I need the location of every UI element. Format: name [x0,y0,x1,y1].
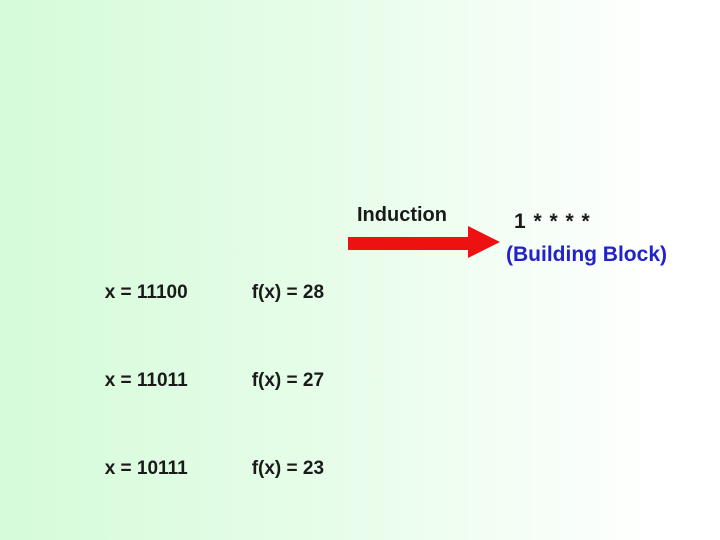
x-value: x = 11100 [104,282,188,304]
fx-value: f(x) = 28 [251,282,325,304]
pattern-label: 1 * * * * [514,210,591,233]
function-value-table: x = 11100 f(x) = 28 x = 11011 f(x) = 27 x … [73,190,324,540]
table-row: x = 10111 f(x) = 23 [73,425,324,479]
fx-value: f(x) = 23 [251,458,325,480]
x-value: x = 11011 [104,370,188,392]
table-row: x = 10100f(x) = 20 [73,513,324,540]
table-row: x = 11100 f(x) = 28 [73,249,324,303]
building-block-label: (Building Block) [506,243,667,266]
fx-value: f(x) = 27 [251,370,325,392]
induction-arrow-icon [348,224,502,260]
x-value: x = 10111 [104,458,188,480]
induction-label: Induction [357,204,447,226]
table-row: x = 11011 f(x) = 27 [73,337,324,391]
